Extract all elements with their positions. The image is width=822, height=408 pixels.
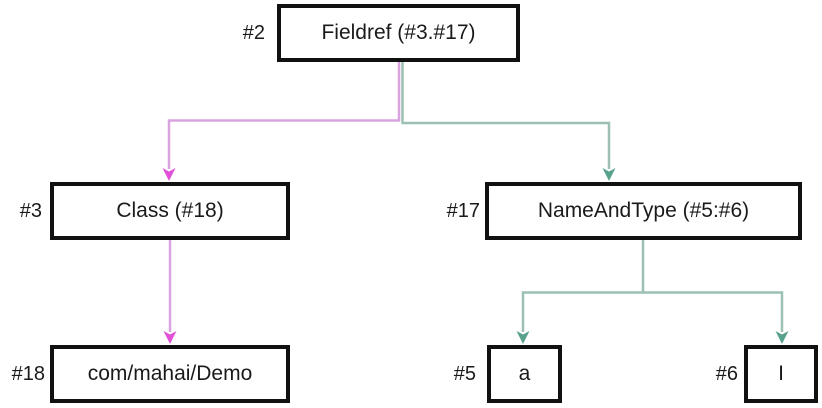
edge-fieldref-to-nameandtype — [401, 62, 616, 181]
ref-label-5: #5 — [453, 363, 476, 385]
ref-label-18: #18 — [11, 363, 45, 385]
ref-label-17: #17 — [446, 200, 480, 222]
edge-line — [643, 291, 784, 332]
arrowhead-down-icon — [163, 331, 177, 344]
node-classname: com/mahai/Demo — [50, 345, 290, 403]
edge-nameandtype-to-name — [516, 240, 645, 344]
node-fieldref: Fieldref (#3.#17) — [277, 4, 520, 62]
edge-line — [167, 62, 401, 169]
edge-nameandtype-to-type — [643, 291, 789, 344]
node-fieldname: a — [487, 345, 562, 403]
arrowhead-down-icon — [516, 331, 530, 344]
arrowhead-down-icon — [775, 331, 789, 344]
ref-label-3: #3 — [19, 200, 42, 222]
node-fieldtype-text: I — [778, 362, 784, 385]
node-nameandtype: NameAndType (#5:#6) — [485, 182, 802, 240]
edge-line — [521, 240, 645, 332]
ref-label-2: #2 — [242, 22, 265, 44]
edge-class-to-classname — [163, 240, 177, 344]
node-class: Class (#18) — [50, 182, 290, 240]
edge-line — [401, 62, 611, 169]
node-class-text: Class (#18) — [116, 199, 224, 222]
arrowhead-down-icon — [162, 168, 176, 181]
ref-label-6: #6 — [715, 363, 738, 385]
node-nameandtype-text: NameAndType (#5:#6) — [537, 199, 750, 222]
arrowhead-down-icon — [602, 168, 616, 181]
node-fieldtype: I — [744, 345, 818, 403]
node-classname-text: com/mahai/Demo — [87, 362, 253, 385]
node-fieldref-text: Fieldref (#3.#17) — [321, 21, 476, 44]
edge-fieldref-to-class — [162, 62, 401, 181]
node-fieldname-text: a — [518, 362, 531, 385]
